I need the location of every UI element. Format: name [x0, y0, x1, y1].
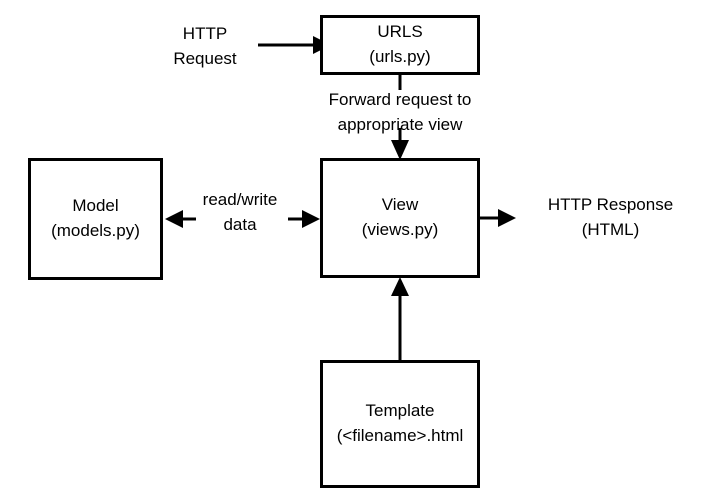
model-node-subtitle: (models.py): [51, 221, 140, 240]
template-node-subtitle: (<filename>.html: [336, 426, 464, 445]
template-node-label: Template (<filename>.html: [337, 399, 464, 448]
read-write-data-label-line2: data: [223, 214, 257, 234]
urls-node-subtitle: (urls.py): [369, 47, 431, 66]
read-write-data-label: read/write data: [190, 188, 290, 237]
forward-request-label-line2: appropriate view: [337, 114, 463, 134]
view-node-title: View: [381, 195, 419, 215]
urls-node-title: URLS: [377, 22, 423, 42]
edge-model-to-view: [288, 210, 320, 228]
model-node-title: Model: [72, 196, 119, 216]
template-node[interactable]: Template (<filename>.html: [320, 360, 480, 488]
view-node-subtitle: (views.py): [361, 220, 439, 239]
http-request-label-line2: Request: [173, 48, 237, 68]
http-response-label: HTTP Response (HTML): [523, 193, 698, 242]
http-response-label-line1: HTTP Response: [547, 195, 674, 214]
http-request-label: HTTP Request: [145, 22, 265, 71]
forward-request-label: Forward request to appropriate view: [305, 88, 495, 137]
model-node-label: Model (models.py): [51, 194, 140, 243]
edge-view-to-response: [480, 209, 516, 227]
model-node[interactable]: Model (models.py): [28, 158, 163, 280]
http-response-label-line2: (HTML): [581, 219, 640, 239]
read-write-data-label-line1: read/write: [202, 190, 278, 209]
edge-urls-to-view: [391, 75, 409, 160]
edge-template-to-view: [391, 277, 409, 360]
urls-node[interactable]: URLS (urls.py): [320, 15, 480, 75]
edge-view-to-model: [165, 210, 196, 228]
urls-node-label: URLS (urls.py): [369, 20, 430, 69]
view-node[interactable]: View (views.py): [320, 158, 480, 278]
view-node-label: View (views.py): [362, 193, 439, 242]
template-node-title: Template: [365, 401, 435, 421]
forward-request-label-line1: Forward request to: [328, 90, 472, 109]
http-request-label-line1: HTTP: [182, 24, 228, 43]
